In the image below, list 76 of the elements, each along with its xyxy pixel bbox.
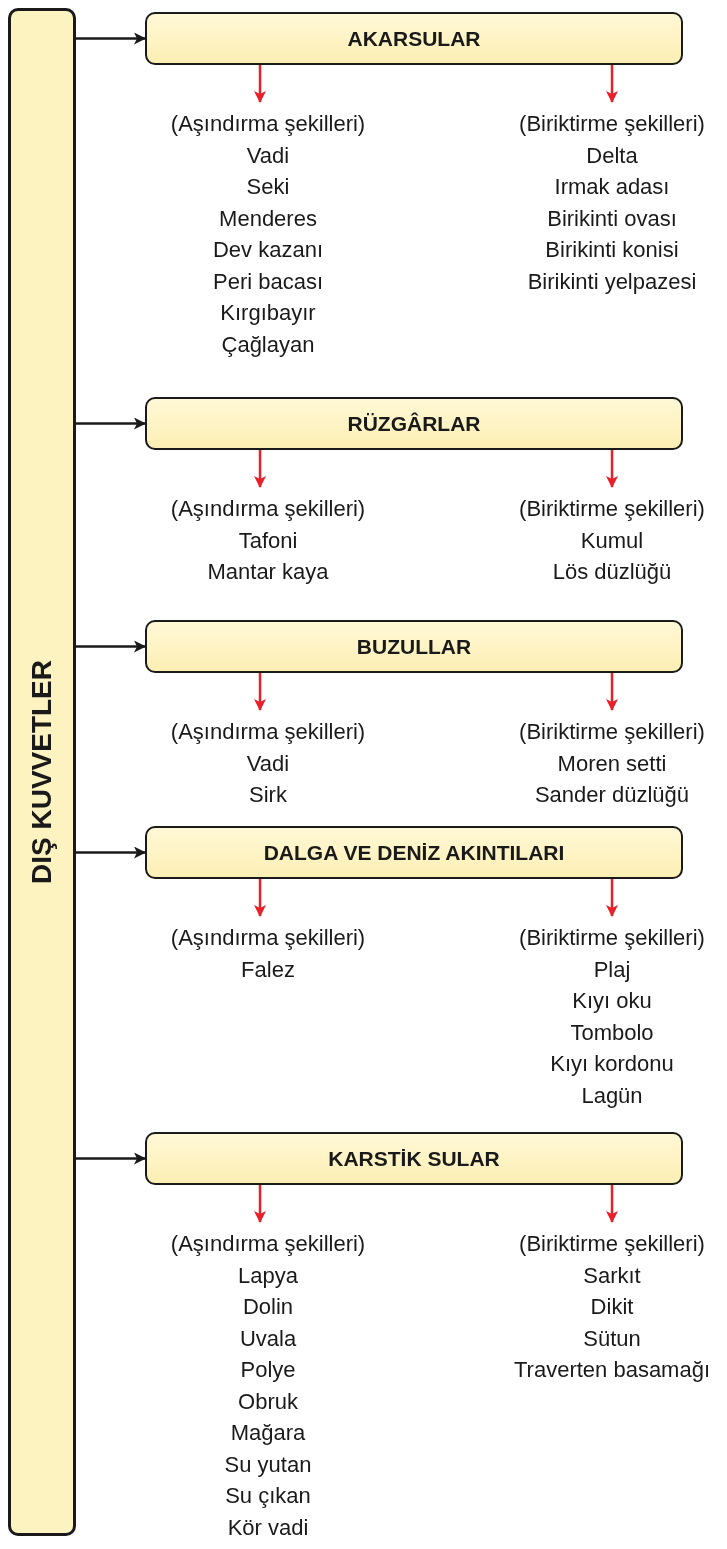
landform-name: Sirk [249, 781, 287, 809]
group-heading: (Biriktirme şekilleri) [519, 718, 705, 746]
landform-name: Kumul [580, 526, 644, 555]
group-heading: (Aşındırma şekilleri) [170, 110, 366, 138]
category-title: DALGA VE DENİZ AKINTILARI [263, 840, 565, 865]
vertical-band [8, 8, 76, 1536]
arrow [76, 32, 146, 45]
category-title: RÜZGÂRLAR [347, 411, 481, 436]
arrow [606, 450, 618, 488]
landform-name: Polye [240, 1356, 296, 1384]
group-heading: (Aşındırma şekilleri) [170, 1230, 366, 1258]
group-heading: (Aşındırma şekilleri) [170, 924, 366, 952]
landform-name: Sander düzlüğü [534, 781, 690, 809]
category-box [145, 397, 683, 450]
landform-name: Birikinti ovası [547, 204, 677, 233]
landform-name: Peri bacası [212, 267, 324, 296]
group-heading: (Biriktirme şekilleri) [519, 1230, 705, 1258]
arrow [606, 65, 618, 103]
landform-name: Irmak adası [554, 173, 670, 201]
group-heading: (Aşındırma şekilleri) [170, 495, 366, 523]
landform-name: Kıyı kordonu [550, 1050, 674, 1078]
arrow [76, 1152, 146, 1165]
landform-name: Lapya [238, 1261, 298, 1290]
category-box [145, 826, 683, 879]
landform-name: Lagün [581, 1081, 643, 1110]
landform-name: Sarkıt [583, 1261, 641, 1290]
arrow [76, 417, 146, 430]
category-box [145, 1132, 683, 1185]
landform-name: Obruk [238, 1387, 298, 1416]
landform-name: Traverten basamağı [513, 1356, 711, 1384]
group-heading: (Biriktirme şekilleri) [519, 110, 705, 138]
landform-name: Mantar kaya [207, 558, 329, 586]
landform-name: Sütun [583, 1324, 641, 1353]
arrow [606, 1185, 618, 1223]
landform-name: Birikinti yelpazesi [527, 267, 697, 296]
landform-name: Uvala [239, 1324, 297, 1353]
landform-name: Su çıkan [225, 1482, 311, 1510]
arrow [606, 673, 618, 711]
category-title: AKARSULAR [347, 26, 481, 51]
arrow [76, 846, 146, 859]
group-heading: (Aşındırma şekilleri) [170, 718, 366, 746]
category-box [145, 620, 683, 673]
landform-name: Kör vadi [227, 1513, 309, 1542]
landform-name: Mağara [230, 1419, 306, 1447]
arrow [254, 450, 266, 488]
arrow [606, 879, 618, 917]
landform-name: Vadi [246, 749, 290, 778]
arrow [254, 1185, 266, 1223]
landform-name: Tombolo [570, 1018, 654, 1047]
group-heading: (Biriktirme şekilleri) [519, 924, 705, 952]
landform-name: Lös düzlüğü [552, 558, 672, 586]
arrow [254, 673, 266, 711]
arrow [254, 65, 266, 103]
landform-name: Dolin [242, 1293, 294, 1321]
landform-name: Kırgıbayır [220, 299, 316, 327]
category-title: KARSTİK SULAR [328, 1146, 500, 1171]
landform-name: Falez [241, 955, 295, 984]
landform-name: Seki [246, 173, 290, 201]
landform-name: Su yutan [224, 1450, 312, 1479]
arrow [76, 640, 146, 653]
landform-name: Tafoni [238, 526, 298, 555]
landform-name: Vadi [246, 141, 290, 170]
landform-name: Menderes [219, 204, 317, 233]
landform-name: Delta [586, 141, 638, 170]
landform-name: Dikit [590, 1293, 634, 1321]
arrow [254, 879, 266, 917]
landform-name: Dev kazanı [212, 236, 324, 264]
landform-name: Plaj [593, 955, 631, 984]
category-title: BUZULLAR [356, 634, 472, 659]
group-heading: (Biriktirme şekilleri) [519, 495, 705, 523]
landform-name: Kıyı oku [572, 987, 652, 1015]
landform-name: Birikinti konisi [545, 236, 679, 264]
landform-name: Çağlayan [221, 330, 315, 359]
category-box [145, 12, 683, 65]
band-title: DIŞ KUVVETLER [26, 660, 58, 884]
landform-name: Moren setti [557, 749, 667, 778]
